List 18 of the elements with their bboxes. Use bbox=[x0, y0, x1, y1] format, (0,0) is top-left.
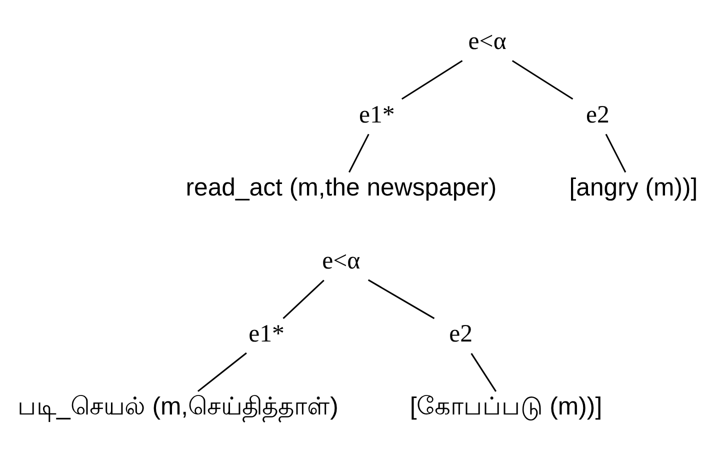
connector bbox=[282, 280, 324, 319]
node-text: e1* bbox=[248, 320, 284, 348]
node-text: e1* bbox=[358, 101, 395, 128]
connector bbox=[368, 279, 435, 320]
connector bbox=[470, 352, 497, 392]
connector bbox=[197, 352, 247, 392]
node-text: e<α bbox=[322, 247, 360, 274]
node-text: e<α bbox=[468, 28, 506, 56]
node-text: e2 bbox=[586, 101, 610, 128]
connector bbox=[512, 60, 574, 100]
node-text: e2 bbox=[449, 320, 473, 348]
connector bbox=[401, 60, 463, 100]
node-text: [angry (m))] bbox=[569, 173, 698, 202]
node-text: படி_செயல் (m,செய்தித்தாள்) bbox=[17, 392, 338, 421]
node-text: [கோபப்படு (m))] bbox=[410, 392, 602, 421]
node-text: read_act (m,the newspaper) bbox=[186, 173, 497, 202]
connector bbox=[605, 134, 626, 173]
connector bbox=[348, 134, 370, 173]
